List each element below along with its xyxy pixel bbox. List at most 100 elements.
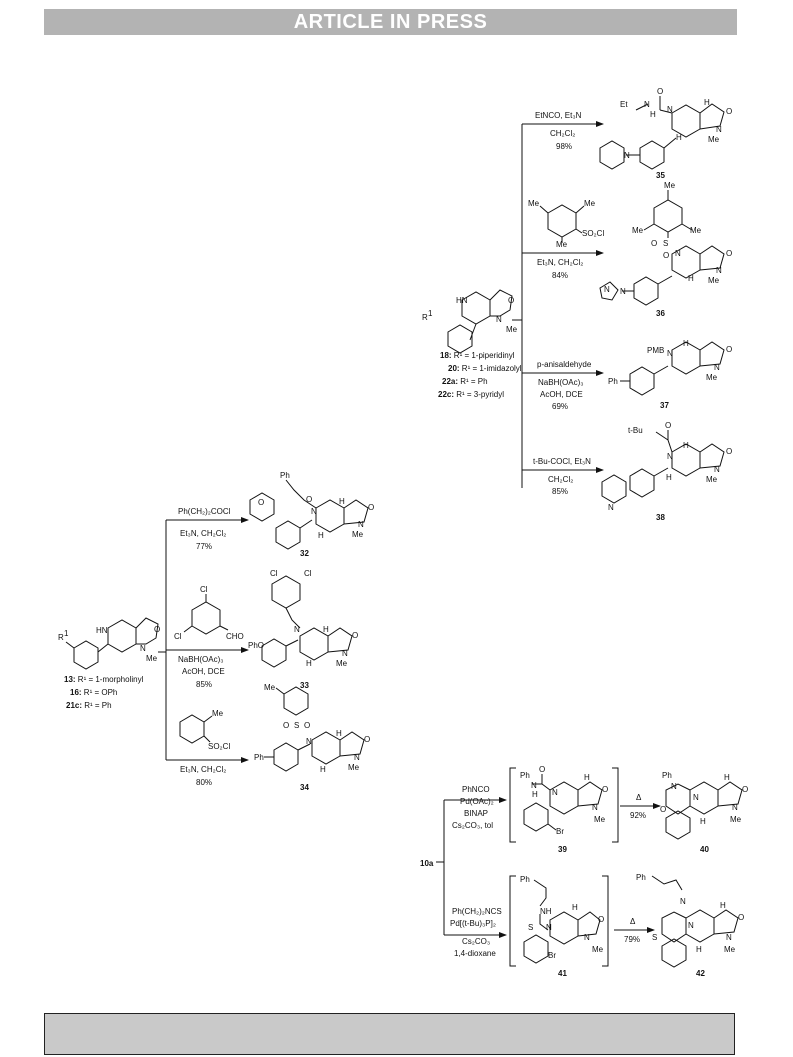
bottom-arrow2-reagent2: Pd[(t-Bu)₃P]₂ [450,919,496,928]
tsc-so2cl: SO₂Cl [208,742,230,751]
compound-37-label: 37 [660,401,669,410]
p33-atom-6: N [342,649,348,658]
dcb-cl-1: Cl [200,585,208,594]
caption-line-21c: 21c: R¹ = Ph [66,701,112,710]
p36-atom-11: Me [708,276,720,285]
product-33-structure: Cl Cl N H O N Me PhO H [248,569,358,668]
c42-atom-3: S [652,933,657,942]
p36-atom-7: N [675,249,681,258]
c39-atom-10: Br [556,827,564,836]
bracket-41-left [509,875,516,967]
tsc-me: Me [212,709,224,718]
p36-atom-10: N [716,266,722,275]
p36-atom-13: N [604,285,610,294]
p36-atom-6: O [663,251,669,260]
product-35-structure: Et N H O N H H O N Me N [599,87,732,170]
p34-atom-11: H [320,765,326,774]
left-sm-label-3: N [140,644,146,653]
p35-atom-3: H [650,110,656,119]
p35-atom-5: N [667,105,673,114]
product-32-structure: Ph O N O H H O N Me [249,471,374,550]
c41-atom-5: H [572,903,578,912]
top-arrow1-yield: 98% [556,142,572,151]
caption-line-22c: 22c: R¹ = 3-pyridyl [438,390,504,399]
c40-atom-6: H [700,817,706,826]
bottom-arrow2-reagent3: Cs₂CO₃ [462,937,490,946]
p34-atom-5: N [306,737,312,746]
p38-atom-8: Me [706,475,718,484]
compound-42-structure: Ph N S N H H O N Me [636,873,744,968]
c42-atom-4: N [688,921,694,930]
step1-symbol: Δ [636,793,642,802]
c42-atom-7: O [738,913,744,922]
c42-atom-1: Ph [636,873,646,882]
left-arrow3-reagent1: Et₃N, CH₂Cl₂ [180,765,226,774]
top-starting-material: HN O N Me R 1 [422,289,522,354]
c41-atom-1: Ph [520,875,530,884]
compound-40-structure: Ph N O N H H O N Me [660,771,748,840]
p37-atom-3: H [683,339,689,348]
c40-atom-8: N [732,803,738,812]
left-sm-label-5: R [58,633,64,642]
p37-atom-2: N [667,349,673,358]
c41-atom-9: Br [548,951,556,960]
p36-atom-12: N [620,287,626,296]
p33-atom-3: N [294,625,300,634]
compound-10a-label: 10a [420,859,434,868]
bottom-arrow2-reagent1: Ph(CH₂)₂NCS [452,907,502,916]
bottom-branch-line [436,800,445,935]
c40-atom-9: Me [730,815,742,824]
c41-atom-3: S [528,923,533,932]
p32-atom-1: Ph [280,471,290,480]
bracket-39-left [509,767,516,843]
bottom-arrow1-reagent2: Pd(OAc)₂ [460,797,494,806]
p34-atom-7: O [364,735,370,744]
p36-atom-8: H [688,274,694,283]
c39-atom-5: N [552,788,558,797]
p38-atom-9: N [608,503,614,512]
p38-atom-3: N [667,452,673,461]
c40-atom-7: O [742,785,748,794]
product-38-structure: O t-Bu N H H O N Me N [601,421,732,512]
p36-atom-3: Me [690,226,702,235]
p38-atom-5: H [683,441,689,450]
c39-atom-7: O [602,785,608,794]
bottom-arrow1-reagent3: BINAP [464,809,488,818]
caption-line-16: 16: R¹ = OPh [70,688,117,697]
top-sm-label-3: N [496,315,502,324]
p34-atom-3: S [294,721,299,730]
caption-line-18: 18: R¹ = 1-piperidinyl [440,351,515,360]
left-arrow2-reagent2: AcOH, DCE [182,667,225,676]
compound-38-label: 38 [656,513,665,522]
p37-atom-1: PMB [647,346,664,355]
p37-atom-7: Ph [608,377,618,386]
compound-42-label: 42 [696,969,705,978]
p35-atom-1: Et [620,100,628,109]
c42-atom-2: N [680,897,686,906]
c41-atom-4: N [546,923,552,932]
p34-atom-10: Ph [254,753,264,762]
c39-atom-8: N [592,803,598,812]
top-arrow2-yield: 84% [552,271,568,280]
compound-39-label: 39 [558,845,567,854]
top-arrow1-reagent1: EtNCO, Et₃N [535,111,582,120]
bottom-scheme: 10a PhNCO Pd(OAc)₂ BINAP Cs₂CO₃, tol Ph(… [420,765,748,978]
step1-yield: 92% [630,811,646,820]
p36-atom-2: Me [632,226,644,235]
p36-atom-1: Me [664,181,676,190]
p38-atom-2: t-Bu [628,426,643,435]
p33-atom-8: PhO [248,641,264,650]
c42-atom-9: Me [724,945,736,954]
p37-atom-5: N [714,363,720,372]
p33-atom-2: Cl [304,569,312,578]
top-sm-label-6: 1 [428,309,433,318]
bracket-41-right [602,875,609,967]
p33-atom-5: O [352,631,358,640]
p32-atom-4: O [258,498,264,507]
mesitylsulfonyl-chloride: Me Me Me SO₂Cl [528,199,604,249]
c40-atom-4: N [693,793,699,802]
mes-so2cl: SO₂Cl [582,229,604,238]
top-arrow4-yield: 85% [552,487,568,496]
p35-atom-10: Me [708,135,720,144]
